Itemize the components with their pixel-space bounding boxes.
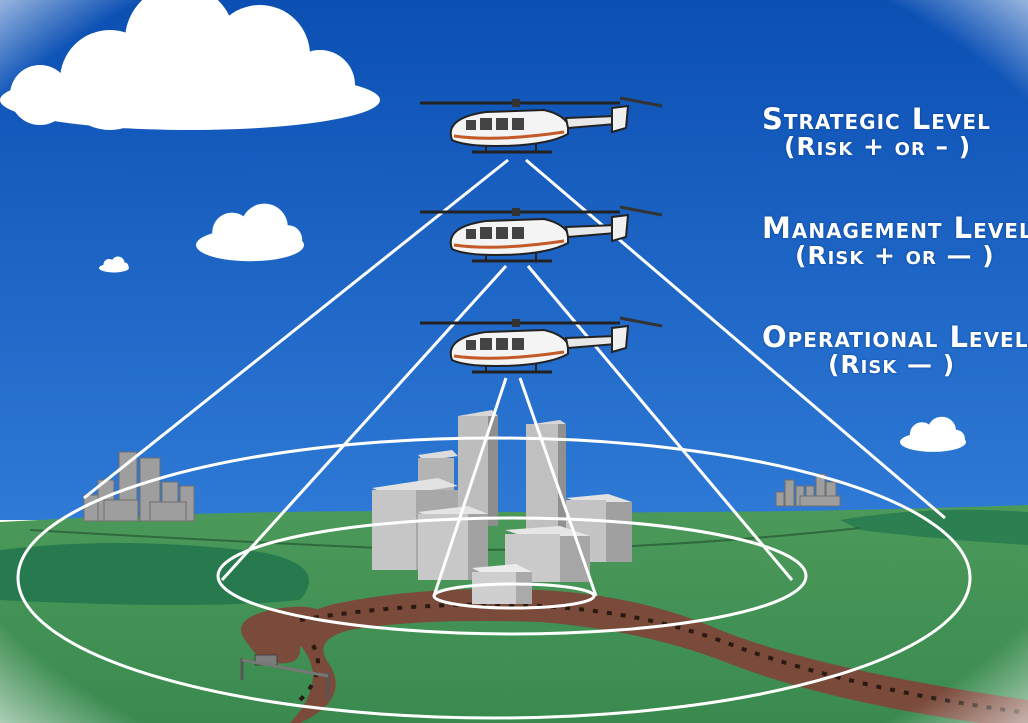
level-risk: (Risk + or — ) <box>795 241 995 270</box>
level-risk: (Risk — ) <box>828 350 956 379</box>
level-risk: (Risk + or – ) <box>784 132 972 161</box>
strategic-level-label: Strategic Level (Risk + or – ) <box>762 104 991 160</box>
operational-level-label: Operational Level (Risk — ) <box>762 322 1028 378</box>
level-title: Strategic Level <box>762 102 991 136</box>
level-title: Operational Level <box>762 320 1028 354</box>
level-title: Management Level <box>762 211 1028 245</box>
management-level-label: Management Level (Risk + or — ) <box>762 213 1028 269</box>
